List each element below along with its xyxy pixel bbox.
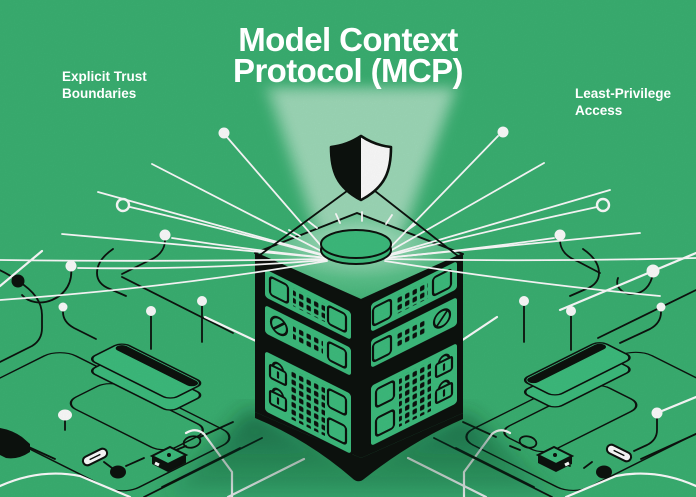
annotation-explicit-trust-boundaries: Explicit Trust Boundaries (62, 69, 147, 101)
annotation-least-privilege-access: Least-Privilege Access (575, 86, 672, 118)
title-line-1: Model Context (238, 21, 458, 58)
page-title: Model Context Protocol (MCP) (0, 21, 696, 89)
title-line-2: Protocol (MCP) (233, 52, 464, 89)
